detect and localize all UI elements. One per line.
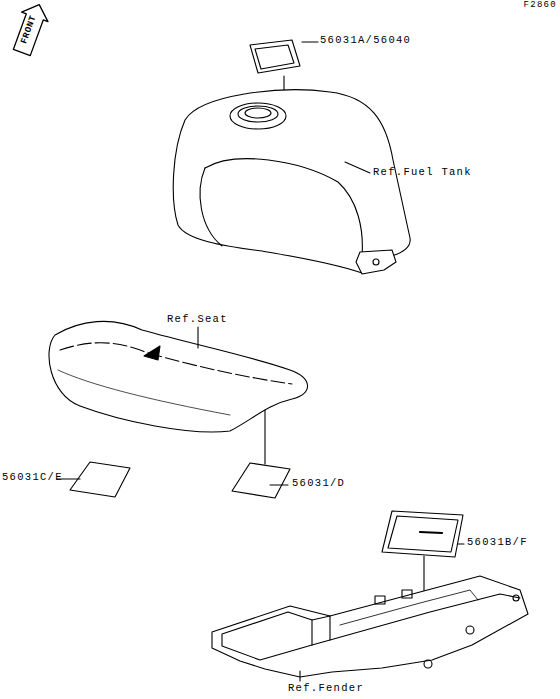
seat	[49, 321, 308, 432]
part-number: 56031B/F	[467, 537, 528, 549]
reference-label: Ref.Fender	[288, 683, 364, 695]
part-number: 56031C/E	[2, 472, 63, 484]
figure-number: F2860	[523, 1, 557, 11]
rear-fender	[212, 576, 528, 681]
fuel-tank	[173, 90, 410, 274]
part-number: 56031/D	[292, 478, 345, 490]
reference-label: Ref.Fuel Tank	[373, 167, 472, 179]
reference-label: Ref.Seat	[167, 314, 228, 326]
part-number: 56031A/56040	[320, 35, 411, 47]
seat-stickers	[57, 410, 290, 498]
front-arrow	[9, 0, 53, 57]
